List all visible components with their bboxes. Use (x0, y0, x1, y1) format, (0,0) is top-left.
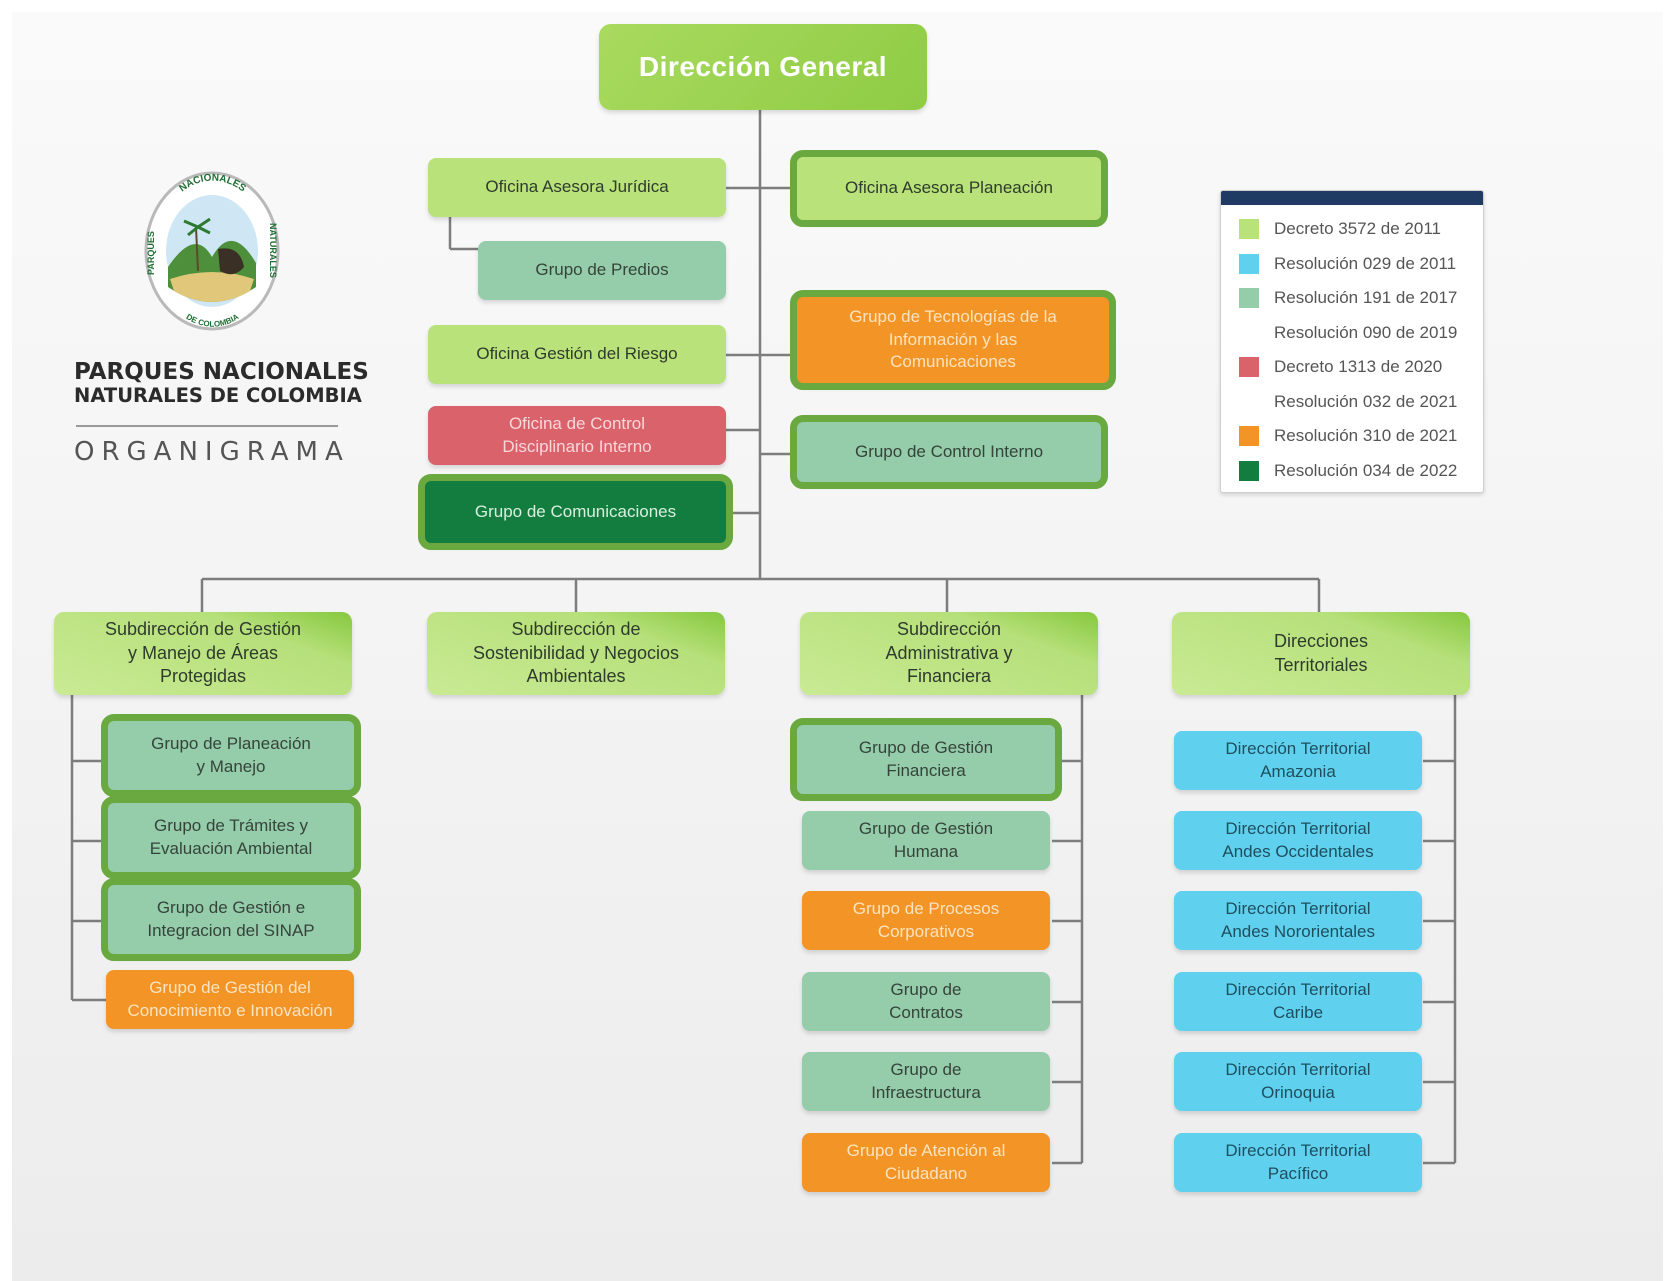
node-oficina-juridica: Oficina Asesora Jurídica (428, 158, 726, 217)
brand-divider (76, 425, 338, 427)
node-grupo-infraestructura: Grupo de Infraestructura (802, 1052, 1050, 1111)
org-chart-canvas: NACIONALES DE COLOMBIA PARQUES NATURALES… (12, 12, 1663, 1281)
legend-item: Resolución 034 de 2022 (1239, 459, 1457, 483)
legend-label: Resolución 032 de 2021 (1274, 392, 1458, 411)
node-grupo-tramites: Grupo de Trámites y Evaluación Ambiental (101, 796, 361, 879)
node-oficina-riesgo: Oficina Gestión del Riesgo (428, 325, 726, 384)
legend-label: Decreto 1313 de 2020 (1274, 357, 1443, 376)
node-grupo-atencion-ciudadano: Grupo de Atención al Ciudadano (802, 1133, 1050, 1192)
node-subdireccion-administrativa: Subdirección Administrativa y Financiera (800, 612, 1098, 695)
legend-item: Decreto 3572 de 2011 (1239, 217, 1441, 241)
node-grupo-predios: Grupo de Predios (478, 241, 726, 300)
node-direcciones-territoriales: Direcciones Territoriales (1172, 612, 1470, 695)
legend-item: Decreto 1313 de 2020 (1239, 355, 1442, 379)
legend-item: Resolución 090 de 2019 (1239, 321, 1457, 345)
logo-text-right: NATURALES (268, 223, 278, 278)
legend-swatch (1239, 323, 1259, 343)
node-grupo-procesos-corporativos: Grupo de Procesos Corporativos (802, 891, 1050, 950)
legend-swatch (1239, 288, 1259, 308)
legend-header-bar (1221, 191, 1483, 205)
node-grupo-conocimiento: Grupo de Gestión del Conocimiento e Inno… (106, 970, 354, 1029)
legend-label: Resolución 090 de 2019 (1274, 323, 1458, 342)
node-grupo-planeacion-manejo: Grupo de Planeación y Manejo (101, 714, 361, 797)
legend-item: Resolución 310 de 2021 (1239, 424, 1457, 448)
node-grupo-contratos: Grupo de Contratos (802, 972, 1050, 1031)
node-grupo-comunicaciones: Grupo de Comunicaciones (418, 474, 733, 550)
node-dt-caribe: Dirección Territorial Caribe (1174, 972, 1422, 1031)
legend-swatch (1239, 357, 1259, 377)
node-direccion-general: Dirección General (599, 24, 927, 110)
node-subdireccion-areas-protegidas: Subdirección de Gestión y Manejo de Área… (54, 612, 352, 695)
node-oficina-planeacion: Oficina Asesora Planeación (790, 150, 1108, 227)
node-subdireccion-sostenibilidad: Subdirección de Sostenibilidad y Negocio… (427, 612, 725, 695)
brand-name-line1: PARQUES NACIONALES (74, 359, 369, 385)
legend-label: Resolución 029 de 2011 (1274, 254, 1457, 273)
legend: Decreto 3572 de 2011 Resolución 029 de 2… (1220, 190, 1484, 493)
parques-logo: NACIONALES DE COLOMBIA PARQUES NATURALES (144, 171, 280, 331)
legend-label: Decreto 3572 de 2011 (1274, 219, 1441, 238)
node-dt-pacifico: Dirección Territorial Pacífico (1174, 1133, 1422, 1192)
node-dt-andes-nororientales: Dirección Territorial Andes Nororientale… (1174, 891, 1422, 950)
legend-swatch (1239, 461, 1259, 481)
chart-title: ORGANIGRAMA (74, 437, 350, 467)
node-grupo-gestion-financiera: Grupo de Gestión Financiera (790, 718, 1062, 801)
legend-swatch (1239, 392, 1259, 412)
node-grupo-control-interno: Grupo de Control Interno (790, 415, 1108, 489)
node-dt-amazonia: Dirección Territorial Amazonia (1174, 731, 1422, 790)
legend-label: Resolución 310 de 2021 (1274, 426, 1458, 445)
legend-swatch (1239, 254, 1259, 274)
brand-name-line2: NATURALES DE COLOMBIA (74, 384, 362, 407)
connector-lines (70, 110, 1457, 1165)
node-grupo-gestion-humana: Grupo de Gestión Humana (802, 811, 1050, 870)
node-oficina-control-disciplinario: Oficina de Control Disciplinario Interno (428, 406, 726, 465)
node-dt-andes-occidentales: Dirección Territorial Andes Occidentales (1174, 811, 1422, 870)
legend-label: Resolución 191 de 2017 (1274, 288, 1458, 307)
legend-item: Resolución 032 de 2021 (1239, 390, 1457, 414)
node-dt-orinoquia: Dirección Territorial Orinoquia (1174, 1052, 1422, 1111)
logo-text-left: PARQUES (146, 231, 156, 275)
legend-label: Resolución 034 de 2022 (1274, 461, 1458, 480)
node-grupo-sinap: Grupo de Gestión e Integracion del SINAP (101, 878, 361, 961)
legend-swatch (1239, 426, 1259, 446)
legend-item: Resolución 029 de 2011 (1239, 252, 1456, 276)
legend-item: Resolución 191 de 2017 (1239, 286, 1457, 310)
node-grupo-tic: Grupo de Tecnologías de la Información y… (790, 290, 1116, 390)
legend-swatch (1239, 219, 1259, 239)
